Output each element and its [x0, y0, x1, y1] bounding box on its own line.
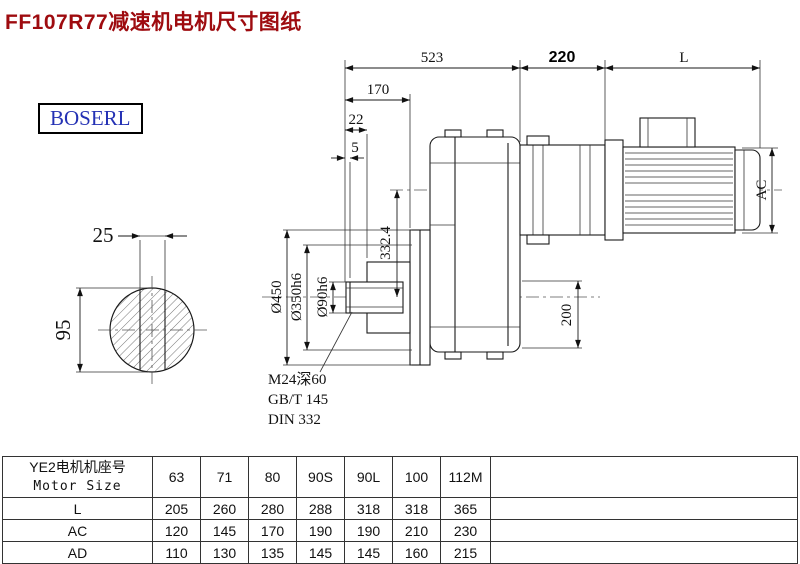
svg-text:M24深60: M24深60: [268, 371, 326, 388]
svg-text:95: 95: [51, 320, 75, 341]
svg-text:200: 200: [559, 304, 575, 327]
value-cell: 365: [440, 497, 491, 520]
value-cell: 190: [296, 519, 345, 542]
motor-size-table: YE2电机机座号 Motor Size 63 71 80 90S 90L 100…: [2, 456, 798, 564]
value-cell: 318: [344, 497, 393, 520]
dim-200: 200: [522, 280, 582, 349]
value-cell: 260: [200, 497, 249, 520]
svg-text:AC: AC: [754, 180, 770, 201]
value-cell: 130: [200, 541, 249, 564]
filler-cell: [490, 497, 798, 520]
svg-text:22: 22: [349, 112, 364, 128]
table-row-AD: AD 110 130 135 145 145 160 215: [2, 541, 798, 564]
dim-L: L: [605, 50, 761, 148]
value-cell: 110: [152, 541, 201, 564]
svg-text:DIN 332: DIN 332: [268, 412, 321, 428]
size-col: 90S: [296, 456, 345, 498]
value-cell: 318: [392, 497, 441, 520]
size-col: 100: [392, 456, 441, 498]
gearbox-housing: [429, 129, 521, 360]
value-cell: 145: [200, 519, 249, 542]
table-row-AC: AC 120 145 170 190 190 210 230: [2, 519, 798, 542]
value-cell: 170: [248, 519, 297, 542]
motor: [604, 117, 761, 241]
size-col: 112M: [440, 456, 491, 498]
svg-text:170: 170: [367, 82, 390, 98]
header-motor-size-cell: YE2电机机座号 Motor Size: [2, 456, 153, 498]
row-label: L: [2, 497, 153, 520]
output-flange-shaft: [345, 229, 431, 366]
header-en: Motor Size: [33, 479, 122, 494]
svg-text:523: 523: [421, 50, 444, 66]
header-cn: YE2电机机座号: [29, 459, 126, 475]
size-col: 90L: [344, 456, 393, 498]
dim-170: 170: [345, 82, 411, 228]
thread-callout: M24深60 GB/T 145 DIN 332: [268, 311, 353, 428]
value-cell: 280: [248, 497, 297, 520]
dim-dia350: Ø350h6: [289, 244, 412, 351]
value-cell: 210: [392, 519, 441, 542]
value-cell: 145: [296, 541, 345, 564]
table-header-row: YE2电机机座号 Motor Size 63 71 80 90S 90L 100…: [2, 456, 798, 498]
filler-cell: [490, 456, 798, 498]
value-cell: 190: [344, 519, 393, 542]
size-col: 71: [200, 456, 249, 498]
dim-22: 22: [345, 112, 368, 258]
dim-dia90: Ø90h6: [315, 276, 346, 317]
dim-dia450: Ø450: [269, 229, 412, 366]
svg-text:25: 25: [93, 223, 114, 247]
size-col: 80: [248, 456, 297, 498]
svg-text:Ø350h6: Ø350h6: [289, 272, 305, 321]
svg-text:GB/T 145: GB/T 145: [268, 392, 328, 408]
value-cell: 288: [296, 497, 345, 520]
size-col: 63: [152, 456, 201, 498]
svg-text:220: 220: [549, 49, 576, 66]
dim-332: 332.4: [378, 190, 400, 297]
value-cell: 160: [392, 541, 441, 564]
filler-cell: [490, 541, 798, 564]
dim-AC: AC: [742, 147, 778, 234]
dim-220: 220: [520, 49, 606, 140]
svg-text:5: 5: [351, 140, 359, 156]
row-label: AC: [2, 519, 153, 542]
dim-5: 5: [331, 140, 364, 278]
value-cell: 135: [248, 541, 297, 564]
dim-25: 25: [93, 223, 187, 292]
value-cell: 215: [440, 541, 491, 564]
row-label: AD: [2, 541, 153, 564]
value-cell: 205: [152, 497, 201, 520]
motor-adapter: [519, 135, 606, 245]
value-cell: 120: [152, 519, 201, 542]
brand-logo: BOSERL: [38, 103, 143, 134]
svg-text:332.4: 332.4: [378, 226, 394, 260]
shaft-cross-section: [98, 276, 208, 384]
page-title: FF107R77减速机电机尺寸图纸: [5, 11, 302, 34]
dim-95: 95: [51, 287, 148, 373]
svg-text:Ø90h6: Ø90h6: [315, 276, 331, 317]
value-cell: 230: [440, 519, 491, 542]
svg-text:L: L: [679, 50, 688, 66]
filler-cell: [490, 519, 798, 542]
svg-text:Ø450: Ø450: [269, 280, 285, 313]
value-cell: 145: [344, 541, 393, 564]
table-row-L: L 205 260 280 288 318 318 365: [2, 497, 798, 520]
